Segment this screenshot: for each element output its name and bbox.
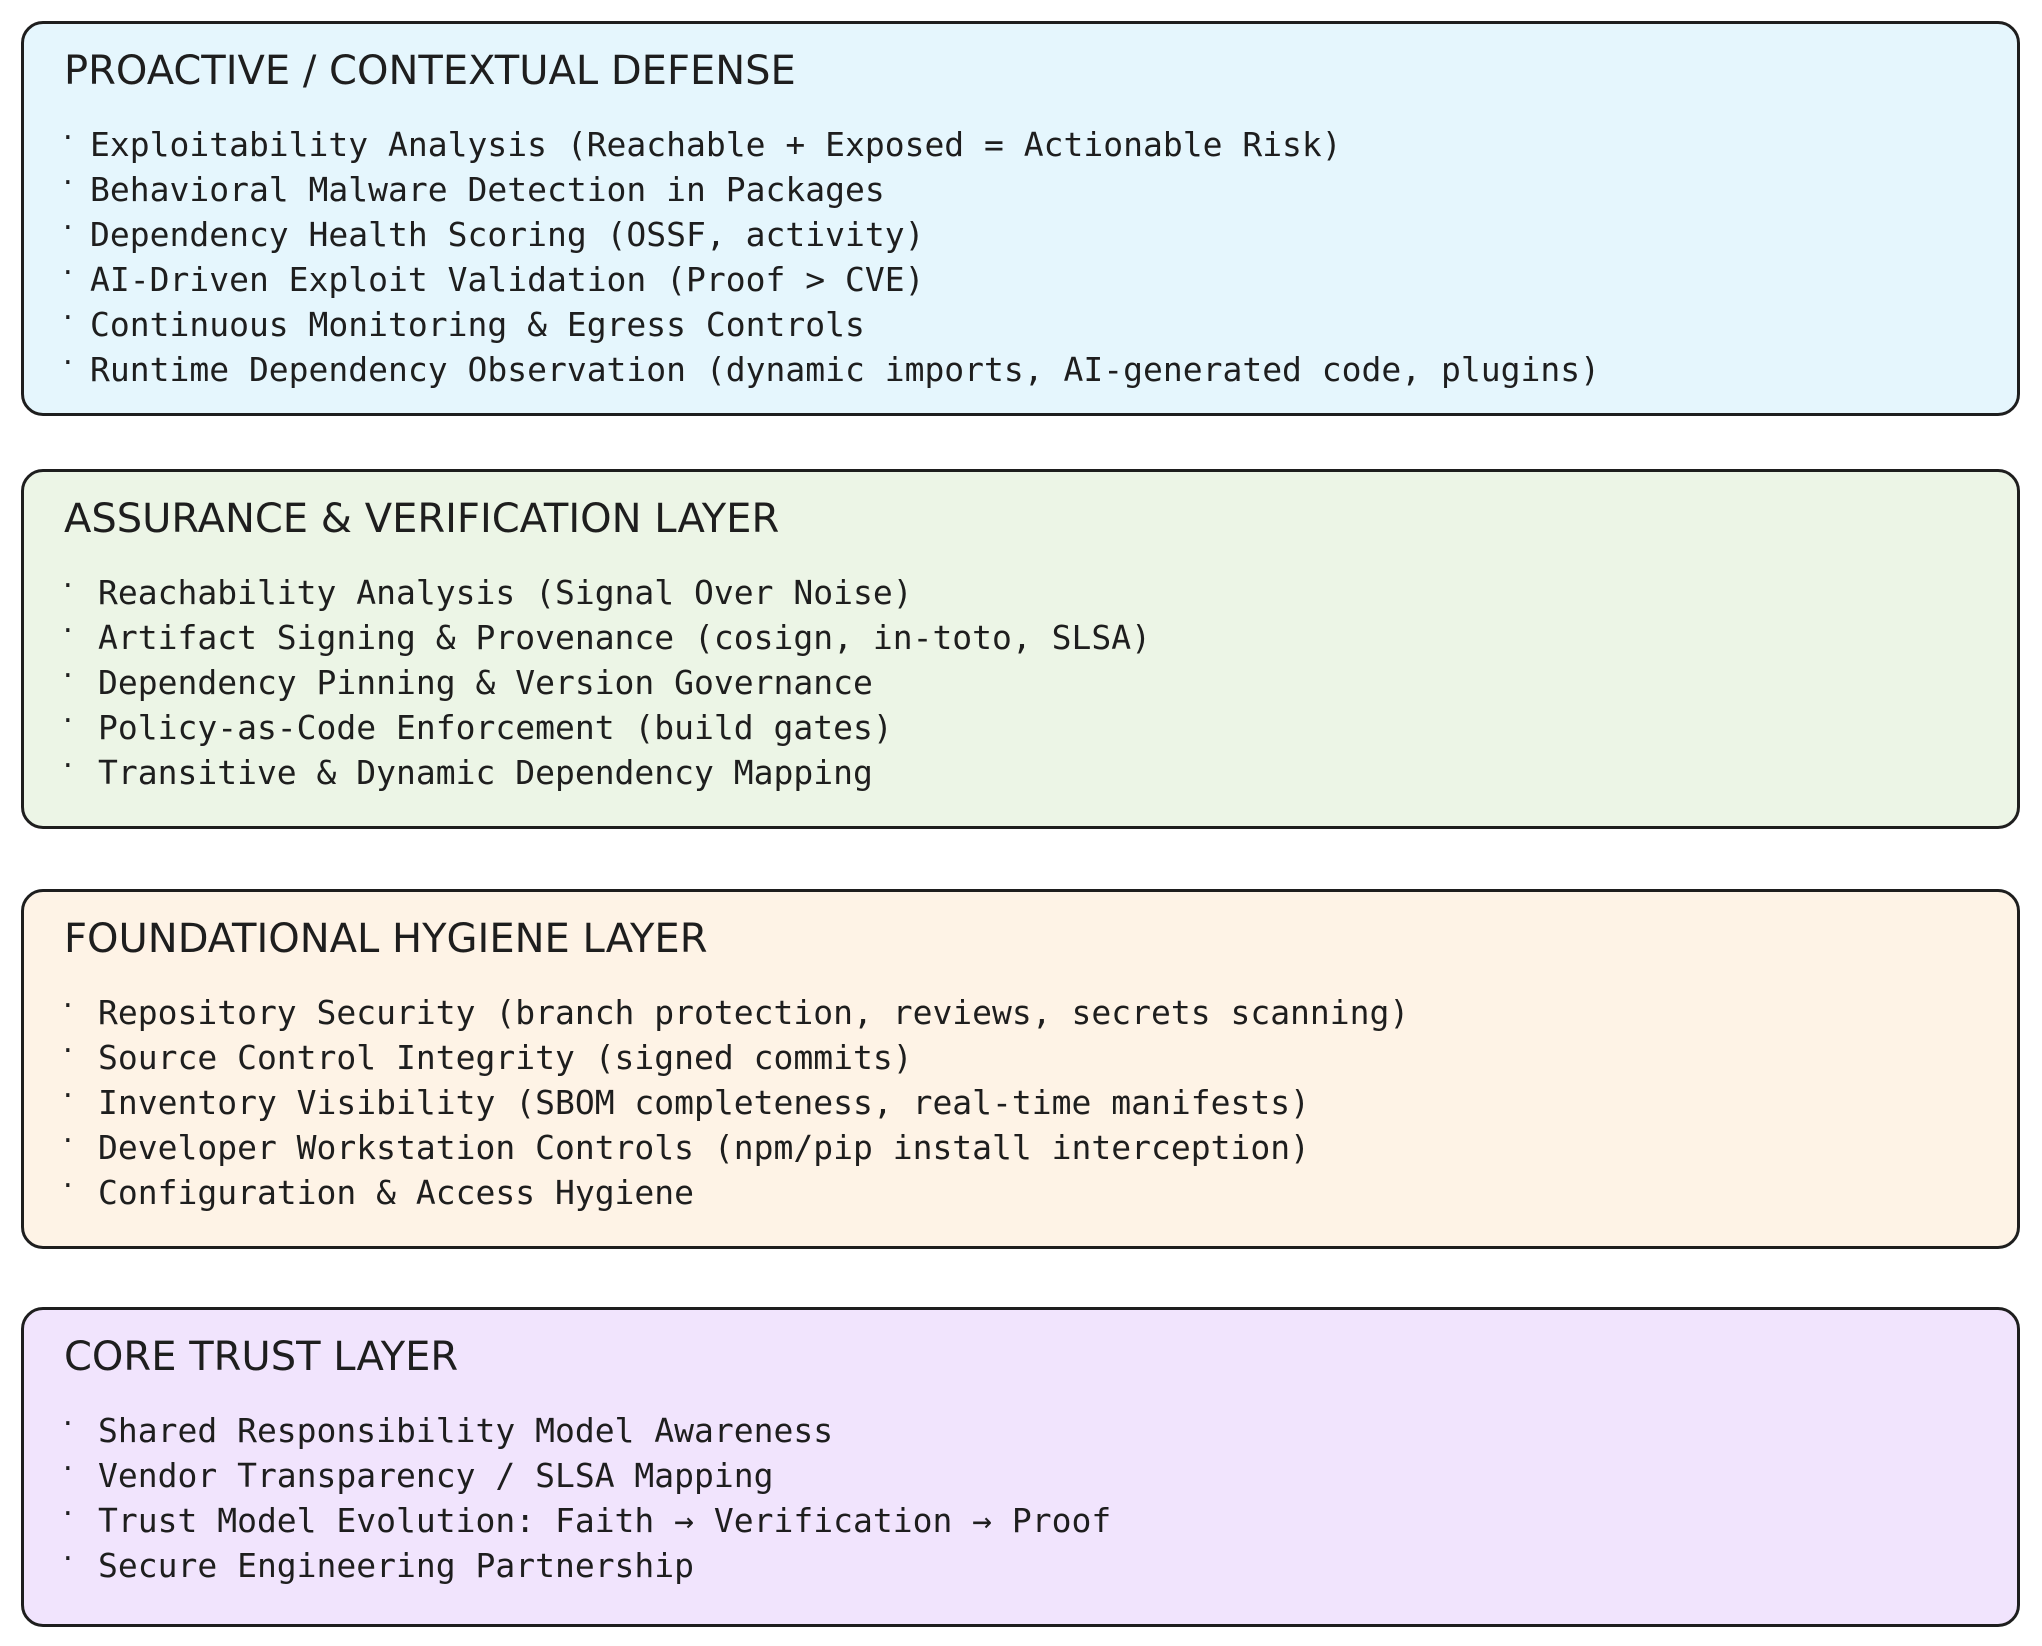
bullet-icon: ·: [60, 123, 76, 153]
list-item-text: Continuous Monitoring & Egress Controls: [90, 305, 865, 344]
list-item-text: Policy-as-Code Enforcement (build gates): [98, 708, 893, 747]
list-item-text: Inventory Visibility (SBOM completeness,…: [98, 1083, 1310, 1122]
layer-title: CORE TRUST LAYER: [64, 1334, 459, 1380]
layer-item-list: · Reachability Analysis (Signal Over Nois…: [60, 570, 1151, 795]
bullet-icon: ·: [60, 706, 76, 736]
bullet-icon: ·: [60, 303, 76, 333]
layer-title: FOUNDATIONAL HYGIENE LAYER: [64, 916, 708, 962]
layer-core-trust: CORE TRUST LAYER · Shared Responsibility …: [21, 1307, 2020, 1627]
list-item-text: Runtime Dependency Observation (dynamic …: [90, 350, 1600, 389]
bullet-icon: ·: [60, 616, 76, 646]
bullet-icon: ·: [60, 1454, 76, 1484]
list-item-text: Dependency Health Scoring (OSSF, activit…: [90, 215, 925, 254]
list-item-text: Secure Engineering Partnership: [98, 1546, 695, 1585]
list-item: · Dependency Pinning & Version Governance: [60, 660, 1151, 705]
list-item: · Reachability Analysis (Signal Over Nois…: [60, 570, 1151, 615]
list-item-text: Developer Workstation Controls (npm/pip …: [98, 1128, 1310, 1167]
list-item: · Vendor Transparency / SLSA Mapping: [60, 1453, 1111, 1498]
list-item: · Trust Model Evolution: Faith → Verifica…: [60, 1498, 1111, 1543]
list-item-text: Trust Model Evolution: Faith → Verificat…: [98, 1501, 1112, 1540]
list-item: · Inventory Visibility (SBOM completeness…: [60, 1080, 1409, 1125]
list-item: · Exploitability Analysis (Reachable + Ex…: [60, 122, 1600, 167]
list-item: · Shared Responsibility Model Awareness: [60, 1408, 1111, 1453]
bullet-icon: ·: [60, 1081, 76, 1111]
list-item: · Repository Security (branch protection,…: [60, 990, 1409, 1035]
bullet-icon: ·: [60, 751, 76, 781]
bullet-icon: ·: [60, 168, 76, 198]
list-item-text: Dependency Pinning & Version Governance: [98, 663, 873, 702]
list-item-text: Transitive & Dynamic Dependency Mapping: [98, 753, 873, 792]
list-item: · Continuous Monitoring & Egress Controls: [60, 302, 1600, 347]
list-item: · Behavioral Malware Detection in Package…: [60, 167, 1600, 212]
bullet-icon: ·: [60, 571, 76, 601]
list-item-text: Configuration & Access Hygiene: [98, 1173, 695, 1212]
list-item: · Developer Workstation Controls (npm/pip…: [60, 1125, 1409, 1170]
list-item-text: Behavioral Malware Detection in Packages: [90, 170, 885, 209]
list-item: · Policy-as-Code Enforcement (build gates…: [60, 705, 1151, 750]
layer-title: PROACTIVE / CONTEXTUAL DEFENSE: [64, 48, 796, 94]
list-item: · Transitive & Dynamic Dependency Mapping: [60, 750, 1151, 795]
list-item-text: Exploitability Analysis (Reachable + Exp…: [90, 125, 1342, 164]
bullet-icon: ·: [60, 1544, 76, 1574]
layer-item-list: · Exploitability Analysis (Reachable + Ex…: [60, 122, 1600, 392]
list-item-text: Source Control Integrity (signed commits…: [98, 1038, 913, 1077]
bullet-icon: ·: [60, 348, 76, 378]
bullet-icon: ·: [60, 661, 76, 691]
bullet-icon: ·: [60, 1036, 76, 1066]
layer-item-list: · Shared Responsibility Model Awareness ·…: [60, 1408, 1111, 1588]
bullet-icon: ·: [60, 1409, 76, 1439]
bullet-icon: ·: [60, 1126, 76, 1156]
list-item: · Dependency Health Scoring (OSSF, activi…: [60, 212, 1600, 257]
bullet-icon: ·: [60, 213, 76, 243]
list-item-text: Artifact Signing & Provenance (cosign, i…: [98, 618, 1151, 657]
layer-item-list: · Repository Security (branch protection,…: [60, 990, 1409, 1215]
bullet-icon: ·: [60, 258, 76, 288]
list-item: · AI-Driven Exploit Validation (Proof > C…: [60, 257, 1600, 302]
list-item-text: Vendor Transparency / SLSA Mapping: [98, 1456, 774, 1495]
list-item: · Configuration & Access Hygiene: [60, 1170, 1409, 1215]
bullet-icon: ·: [60, 991, 76, 1021]
layer-proactive-contextual-defense: PROACTIVE / CONTEXTUAL DEFENSE · Exploita…: [21, 21, 2020, 416]
bullet-icon: ·: [60, 1171, 76, 1201]
list-item-text: Repository Security (branch protection, …: [98, 993, 1410, 1032]
list-item: · Runtime Dependency Observation (dynamic…: [60, 347, 1600, 392]
bullet-icon: ·: [60, 1499, 76, 1529]
list-item-text: Reachability Analysis (Signal Over Noise…: [98, 573, 913, 612]
list-item-text: Shared Responsibility Model Awareness: [98, 1411, 834, 1450]
list-item: · Secure Engineering Partnership: [60, 1543, 1111, 1588]
list-item-text: AI-Driven Exploit Validation (Proof > CV…: [90, 260, 925, 299]
list-item: · Artifact Signing & Provenance (cosign, …: [60, 615, 1151, 660]
list-item: · Source Control Integrity (signed commit…: [60, 1035, 1409, 1080]
layer-foundational-hygiene: FOUNDATIONAL HYGIENE LAYER · Repository S…: [21, 889, 2020, 1249]
layer-assurance-verification: ASSURANCE & VERIFICATION LAYER · Reachabi…: [21, 469, 2020, 829]
layer-title: ASSURANCE & VERIFICATION LAYER: [64, 496, 780, 542]
